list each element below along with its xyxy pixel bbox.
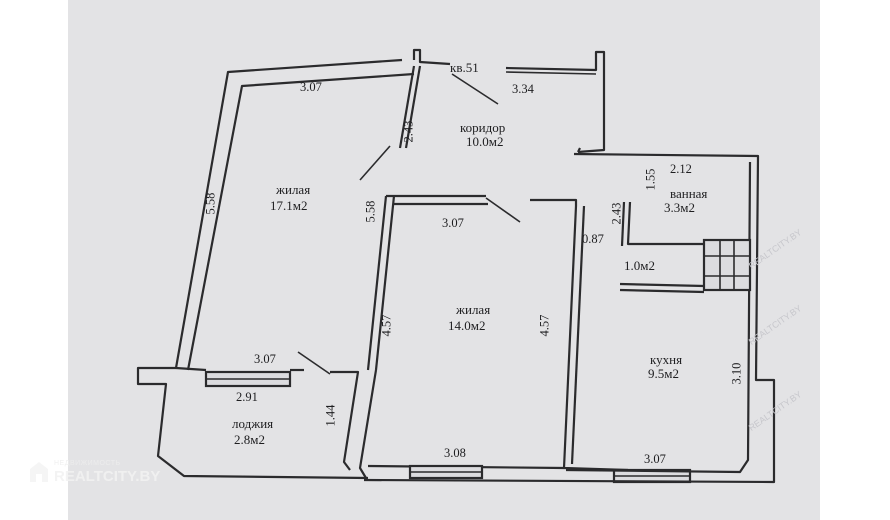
living2-top-wall-right: [530, 198, 578, 206]
outer-wall-left: [136, 58, 403, 480]
dim-wc-left: 0.87: [582, 232, 604, 246]
living1-name: жилая: [276, 182, 311, 197]
kitchen-name: кухня: [650, 352, 683, 367]
living2-name: жилая: [456, 302, 491, 317]
loggia-right-wall: [330, 370, 360, 471]
watermark-small-text: НЕДВИЖИМОСТЬ: [54, 460, 121, 467]
dim-living2-top: 3.07: [442, 216, 464, 230]
dim-living1-bottom: 3.07: [254, 352, 276, 366]
house-icon: [30, 461, 48, 482]
loggia-area: 2.8м2: [234, 432, 265, 447]
apartment-number: кв.51: [450, 60, 479, 75]
dim-living1-left: 5.58: [203, 192, 218, 215]
wc-bottom-wall: [619, 282, 705, 288]
living2-left-lower: [358, 369, 378, 479]
bathroom-name: ванная: [670, 186, 708, 201]
dim-living1-right: 5.58: [363, 200, 378, 223]
dim-kitchen-right: 3.10: [729, 362, 744, 385]
dim-living2-right: 4.57: [537, 314, 552, 337]
living2-right-wall-b: [570, 205, 586, 465]
dim-kitchen-bottom: 3.07: [644, 452, 666, 466]
dim-living2-left: 4.57: [379, 314, 394, 337]
living2-area: 14.0м2: [448, 318, 486, 333]
corridor-area: 10.0м2: [466, 134, 504, 149]
living-dividing-wall-a: [366, 195, 388, 371]
dim-bath-wc-left: 2.43: [609, 202, 624, 225]
dim-corridor-left: 2.43: [401, 120, 416, 143]
dim-living1-top: 3.07: [300, 80, 322, 94]
living1-area: 17.1м2: [270, 198, 308, 213]
door-swing-entry: [451, 73, 499, 105]
door-swing-living2: [485, 197, 521, 223]
corridor-top-inner: [505, 71, 597, 75]
kitchen-right-wall: [565, 161, 752, 474]
floor-plan-walls: [136, 48, 776, 484]
watermark-brand: REALTCITY.BY: [54, 468, 161, 485]
living1-corridor-wall-a: [398, 65, 416, 149]
living1-corridor-wall-b: [404, 65, 422, 149]
dim-bath-left: 1.55: [643, 168, 658, 191]
vent-shaft: [702, 238, 752, 292]
bath-kitchen-outer-wall: [363, 152, 776, 484]
dim-bath-top: 2.12: [670, 162, 692, 176]
living-dividing-wall-b: [374, 195, 396, 371]
floor-plan-paper: коридор 10.0м2 кв.51 жилая 17.1м2 жилая …: [68, 0, 820, 520]
door-swing-living1: [359, 145, 391, 181]
dim-loggia-top: 2.91: [236, 390, 258, 404]
watermark: НЕДВИЖИМОСТЬ REALTCITY.BY: [28, 458, 160, 485]
wc-area: 1.0м2: [624, 258, 655, 273]
dim-corridor-top: 3.34: [512, 82, 534, 96]
dim-loggia-right: 1.44: [323, 404, 338, 427]
dim-living2-bottom: 3.08: [444, 446, 466, 460]
corridor-name: коридор: [460, 120, 506, 135]
bath-left-wall: [620, 201, 626, 247]
bathroom-area: 3.3м2: [664, 200, 695, 215]
loggia-name: лоджия: [232, 416, 274, 431]
inner-wall-left: [186, 72, 415, 371]
bath-bottom-wall: [626, 201, 708, 246]
door-swing-loggia: [297, 351, 331, 375]
kitchen-area: 9.5м2: [648, 366, 679, 381]
corridor-top-wall-left: [412, 48, 451, 66]
corridor-top-wall-right: [505, 50, 606, 154]
